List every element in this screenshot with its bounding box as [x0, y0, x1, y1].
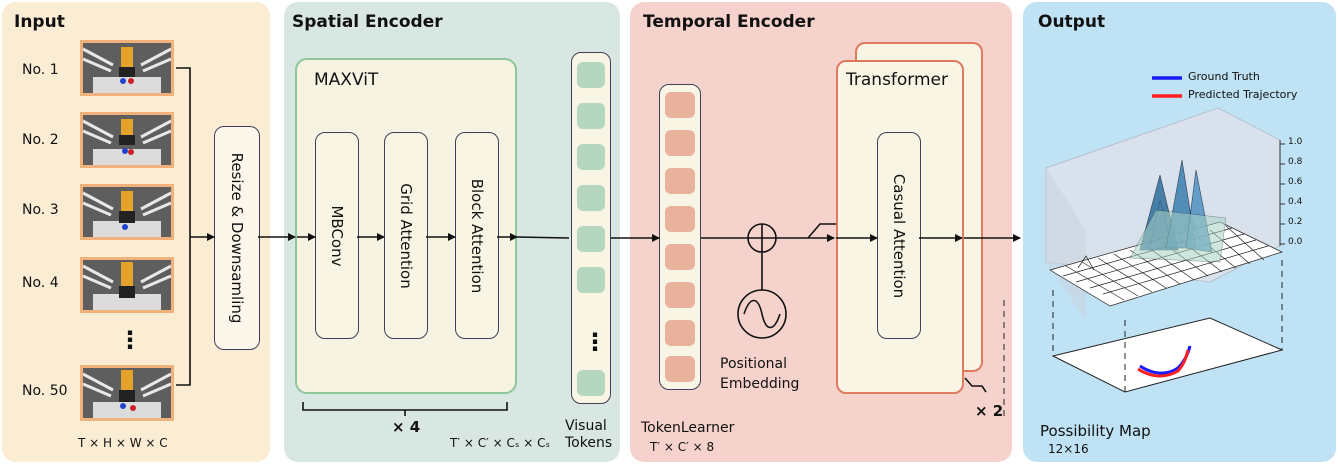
visual-token	[577, 226, 605, 252]
tokenlearner-token	[665, 282, 695, 308]
temporal-encoder-title: Temporal Encoder	[643, 12, 815, 32]
tokenlearner-label: TokenLearner	[641, 420, 735, 436]
visual-token	[577, 103, 605, 129]
tokenlearner-token	[665, 320, 695, 346]
visual-token	[577, 62, 605, 88]
tokenlearner-token	[665, 92, 695, 118]
possibility-map-label: Possibility Map	[1040, 422, 1151, 440]
legend-ground-truth-label: Ground Truth	[1188, 70, 1260, 83]
z-tick-0-6: 0.6	[1288, 177, 1303, 187]
tokenlearner-token	[665, 206, 695, 232]
frame-image-3	[80, 184, 174, 240]
visual-token	[577, 370, 605, 396]
maxvit-title: MAXViT	[314, 70, 379, 90]
tokenlearner-token	[665, 244, 695, 270]
z-tick-0-4: 0.4	[1288, 197, 1303, 207]
grid-attention-block: Grid Attention	[384, 132, 428, 339]
tokenlearner-token	[665, 130, 695, 156]
frame-label-4: No. 4	[22, 275, 59, 291]
tokenlearner-token	[665, 168, 695, 194]
frame-image-1	[80, 40, 174, 96]
spatial-shape-label: T′ × C′ × Cₛ × Cₛ	[450, 436, 550, 450]
visual-token	[577, 144, 605, 170]
frame-label-2: No. 2	[22, 132, 59, 148]
frame-image-50	[80, 365, 174, 421]
tokenlearner-token	[665, 356, 695, 382]
spatial-encoder-title: Spatial Encoder	[292, 12, 443, 32]
z-tick-0-8: 0.8	[1288, 157, 1303, 167]
input-shape-label: T × H × W × C	[78, 436, 168, 450]
positional-embedding-label: Positional Embedding	[720, 356, 800, 392]
input-title: Input	[14, 12, 65, 32]
resize-downsampling-block: Resize & Downsamling	[214, 126, 260, 350]
frame-image-2	[80, 112, 174, 168]
transformer-repeat-label: × 2	[975, 402, 1004, 420]
z-tick-0-0: 0.0	[1288, 237, 1303, 247]
tokenlearner-shape-label: T′ × C′ × 8	[650, 440, 715, 454]
frame-image-4	[80, 257, 174, 313]
frame-label-50: No. 50	[22, 383, 68, 399]
visual-token	[577, 185, 605, 211]
visual-tokens-label: Visual Tokens	[565, 418, 613, 451]
surface-plot	[1003, 107, 1285, 418]
legend-predicted-label: Predicted Trajectory	[1188, 88, 1298, 101]
frame-label-1: No. 1	[22, 62, 59, 78]
frame-label-3: No. 3	[22, 202, 59, 218]
output-title: Output	[1038, 12, 1106, 32]
z-tick-1-0: 1.0	[1288, 137, 1303, 147]
possibility-map-size: 12×16	[1048, 442, 1089, 456]
block-attention-block: Block Attention	[455, 132, 499, 339]
visual-token	[577, 267, 605, 293]
transformer-title: Transformer	[846, 70, 949, 90]
visual-tokens-ellipsis: ⋮	[583, 328, 607, 356]
frame-ellipsis: ⋮	[118, 326, 142, 354]
maxvit-repeat-label: × 4	[392, 418, 421, 436]
z-tick-0-2: 0.2	[1288, 217, 1303, 227]
